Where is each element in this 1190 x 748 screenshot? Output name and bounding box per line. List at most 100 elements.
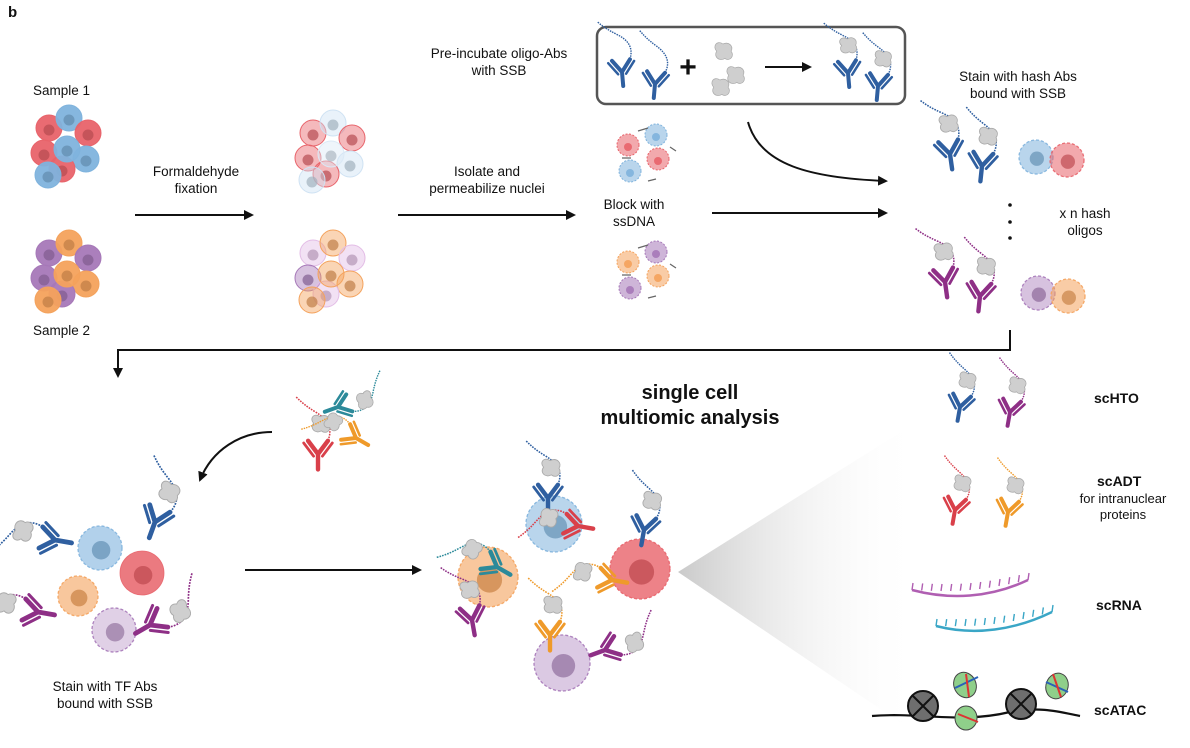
multi-ab-orange-2 (527, 577, 566, 653)
fixed-cluster-2-cell (317, 260, 345, 288)
label-xn-hash: x n hash oligos (1059, 206, 1111, 238)
readout-scadt: scADT (1097, 473, 1142, 489)
plus-symbol: + (679, 51, 697, 84)
tf-nucleus-purple (91, 607, 137, 653)
tn5-2 (954, 705, 979, 731)
box-ab-bound-2 (862, 32, 894, 102)
nucleosome-1 (907, 690, 939, 722)
sample-2-cluster-cell (55, 229, 83, 257)
scrna-strands (911, 572, 1054, 633)
hash-ab-blue-2 (965, 106, 999, 184)
sample-2-cluster-cell (30, 264, 58, 292)
tn5-1 (953, 671, 979, 699)
fixed-cluster-1-cell (317, 140, 345, 168)
antibodies-layer (0, 21, 1027, 662)
fixed-cluster-1-cell (319, 109, 347, 137)
hash-ab-purple-2 (963, 236, 997, 314)
multi-ab-blue-1 (525, 440, 564, 516)
label-sample-2: Sample 2 (33, 323, 91, 338)
tf-stain-ab-purple-2 (133, 572, 193, 636)
tf-stain-ab-purple-1 (0, 592, 57, 627)
sample-1-cluster-cell (53, 135, 81, 163)
box-ssb-3 (711, 78, 730, 96)
fixed-cluster-1 (294, 109, 366, 194)
label-stain-tf: Stain with TF Abs bound with SSB (52, 679, 158, 711)
label-isolate: Isolate and permeabilize nuclei (429, 164, 545, 196)
label-sample-1: Sample 1 (33, 83, 91, 98)
label-block: Block with ssDNA (603, 197, 665, 229)
sample-2-cluster-cell (74, 244, 102, 272)
hash-nucleus-purple (1020, 275, 1056, 311)
fixed-cluster-1-cell (298, 166, 326, 194)
analysis-cone (678, 420, 920, 736)
sample-1-cluster-cell (55, 104, 83, 132)
label-fixation: Formaldehyde fixation (152, 164, 240, 196)
readout-adt-ab-red (942, 454, 972, 526)
readout-schto: scHTO (1094, 390, 1139, 406)
cells-layer (30, 104, 1086, 692)
multi-ab-blue-2 (630, 469, 663, 548)
tf-nucleus-blue (77, 525, 123, 571)
sample-1-cluster (30, 104, 102, 189)
ellipsis-dots (1008, 203, 1012, 240)
multi-ab-purple-1 (439, 566, 486, 638)
rna-strand-cyan (935, 610, 1053, 633)
fixed-cluster-1-cell (338, 124, 366, 152)
tn5-3 (1045, 672, 1069, 700)
readout-scadt-note: for intranuclear proteins (1079, 491, 1167, 522)
fixed-cluster-1-cell (336, 150, 364, 178)
hash-nucleus-red (1049, 142, 1085, 178)
hash-nucleus-blue (1018, 139, 1054, 175)
hash-ab-blue-1 (919, 99, 965, 172)
sample-2-cluster-cell (35, 239, 63, 267)
arrow-return-line (113, 330, 1011, 378)
tf-stain-ab-blue-2 (142, 454, 181, 541)
dna-line (871, 708, 1081, 719)
multi-ab-teal-1 (436, 538, 513, 577)
sample-1-cluster-cell (74, 119, 102, 147)
fixed-cluster-2-cell (338, 244, 366, 272)
nucleosome-2 (1005, 688, 1037, 720)
multi-nucleus-red (609, 538, 671, 600)
scatac-chromatin (871, 671, 1081, 731)
tf-ab-teal (322, 370, 381, 418)
process-arrows (113, 62, 1011, 575)
readout-hto-ab-blue (947, 351, 977, 423)
blocked-nuclei-2 (616, 240, 677, 300)
tf-nucleus-red (119, 550, 165, 596)
label-multiomic: single cell multiomic analysis (600, 382, 780, 429)
box-ssb-2 (726, 66, 745, 84)
sample-2-cluster (30, 229, 102, 314)
sample-2-cluster-cell (34, 286, 62, 314)
sample-1-cluster-cell (30, 139, 58, 167)
readout-adt-ab-orange (995, 456, 1025, 528)
tf-stain-ab-blue-1 (0, 520, 74, 555)
sample-1-cluster-cell (34, 161, 62, 189)
readout-hto-ab-purple (997, 356, 1027, 428)
hash-ab-purple-1 (914, 227, 960, 300)
fixed-cluster-2-cell (319, 229, 347, 257)
fixed-cluster-2-cell (294, 264, 322, 292)
multi-nucleus-purple (533, 634, 591, 692)
sample-2-cluster-cell (53, 260, 81, 288)
multi-ab-red-1 (517, 507, 596, 540)
tf-ab-red (295, 396, 334, 472)
multi-ab-orange-1 (551, 561, 630, 594)
preincubate-box (595, 25, 907, 106)
panel-label: b (8, 4, 18, 21)
label-preincubate: Pre-incubate oligo-Abs with SSB (430, 46, 568, 78)
readout-scrna: scRNA (1096, 597, 1142, 613)
hash-nucleus-orange (1050, 278, 1086, 314)
box-ab-bound-1 (823, 22, 862, 89)
tf-ab-orange (300, 412, 371, 447)
blocked-nuclei-1 (616, 123, 677, 183)
label-stain-hash: Stain with hash Abs bound with SSB (959, 69, 1077, 101)
readout-scatac: scATAC (1094, 702, 1147, 718)
arrow-tf-abs-curve (198, 431, 273, 482)
arrow-box-to-stain (747, 121, 888, 186)
multi-ab-purple-2 (588, 609, 652, 662)
fixed-cluster-1-cell (294, 144, 322, 172)
rna-strand-purple (911, 578, 1029, 598)
